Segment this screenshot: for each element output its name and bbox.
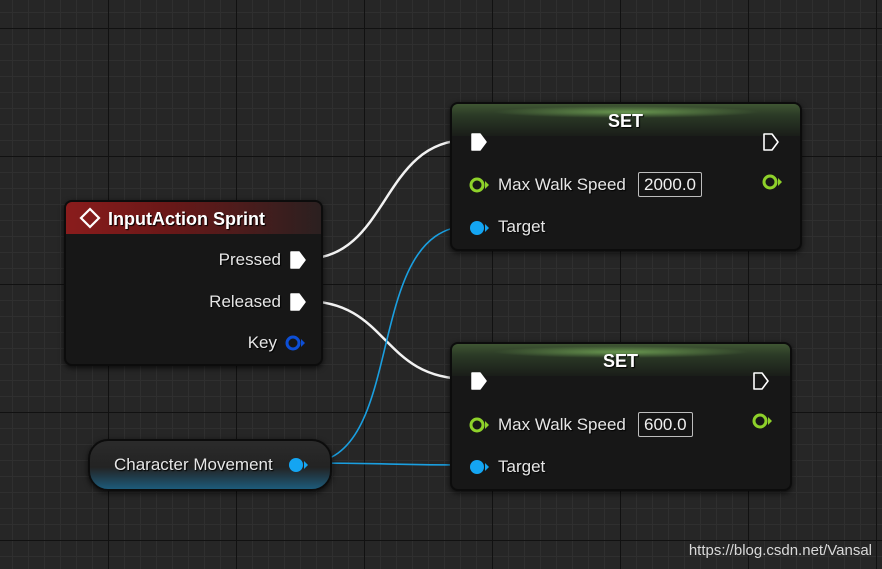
set-node-1-speed-out-pin[interactable]: [762, 173, 784, 191]
set-node-2-title: SET: [603, 351, 639, 371]
key-pin-label: Key: [247, 333, 277, 352]
pressed-exec-pin[interactable]: [289, 250, 307, 270]
set-node-1-target-label: Target: [498, 217, 546, 236]
key-struct-pin[interactable]: [285, 334, 307, 352]
set-node-2-header-glow: [492, 346, 750, 358]
set-node-2[interactable]: SET Max Walk Speed 600.0 Target: [450, 342, 792, 491]
set-node-2-target-pin[interactable]: [469, 458, 491, 476]
character-movement-variable-node[interactable]: Character Movement: [88, 439, 332, 491]
released-pin-label: Released: [209, 292, 281, 311]
set-node-2-header[interactable]: SET: [452, 344, 790, 376]
set-node-1-exec-out-pin[interactable]: [762, 132, 780, 152]
set-node-2-exec-in-pin[interactable]: [470, 371, 488, 391]
watermark-text: https://blog.csdn.net/Vansal: [688, 542, 872, 559]
character-movement-label: Character Movement: [114, 455, 273, 474]
set-node-1-title: SET: [608, 111, 644, 131]
set-node-2-speed-out-pin[interactable]: [752, 412, 774, 430]
set-node-1-target-pin[interactable]: [469, 219, 491, 237]
event-node-header[interactable]: InputAction Sprint: [66, 202, 321, 234]
set-node-1[interactable]: SET Max Walk Speed 2000.0 Target: [450, 102, 802, 251]
set-node-2-value-input[interactable]: 600.0: [638, 412, 693, 437]
released-exec-pin[interactable]: [289, 292, 307, 312]
set-node-1-property-label: Max Walk Speed: [498, 175, 626, 194]
set-node-1-header[interactable]: SET: [452, 104, 800, 136]
object-wire-target-1: [305, 225, 471, 464]
set-node-1-speed-in-pin[interactable]: [469, 176, 491, 194]
input-action-sprint-node[interactable]: InputAction Sprint Pressed Released Key: [64, 200, 323, 366]
set-node-2-speed-in-pin[interactable]: [469, 416, 491, 434]
pressed-pin-label: Pressed: [218, 250, 281, 269]
event-diamond-icon: [79, 207, 101, 229]
set-node-1-value-input[interactable]: 2000.0: [638, 172, 702, 197]
character-movement-out-pin[interactable]: [288, 456, 310, 474]
exec-wire-pressed: [303, 138, 469, 261]
set-node-1-exec-in-pin[interactable]: [470, 132, 488, 152]
exec-wire-released: [303, 299, 469, 381]
set-node-1-header-glow: [492, 106, 760, 118]
event-node-title: InputAction Sprint: [108, 209, 265, 229]
set-node-2-property-label: Max Walk Speed: [498, 415, 626, 434]
set-node-2-target-label: Target: [498, 457, 546, 476]
set-node-2-exec-out-pin[interactable]: [752, 371, 770, 391]
